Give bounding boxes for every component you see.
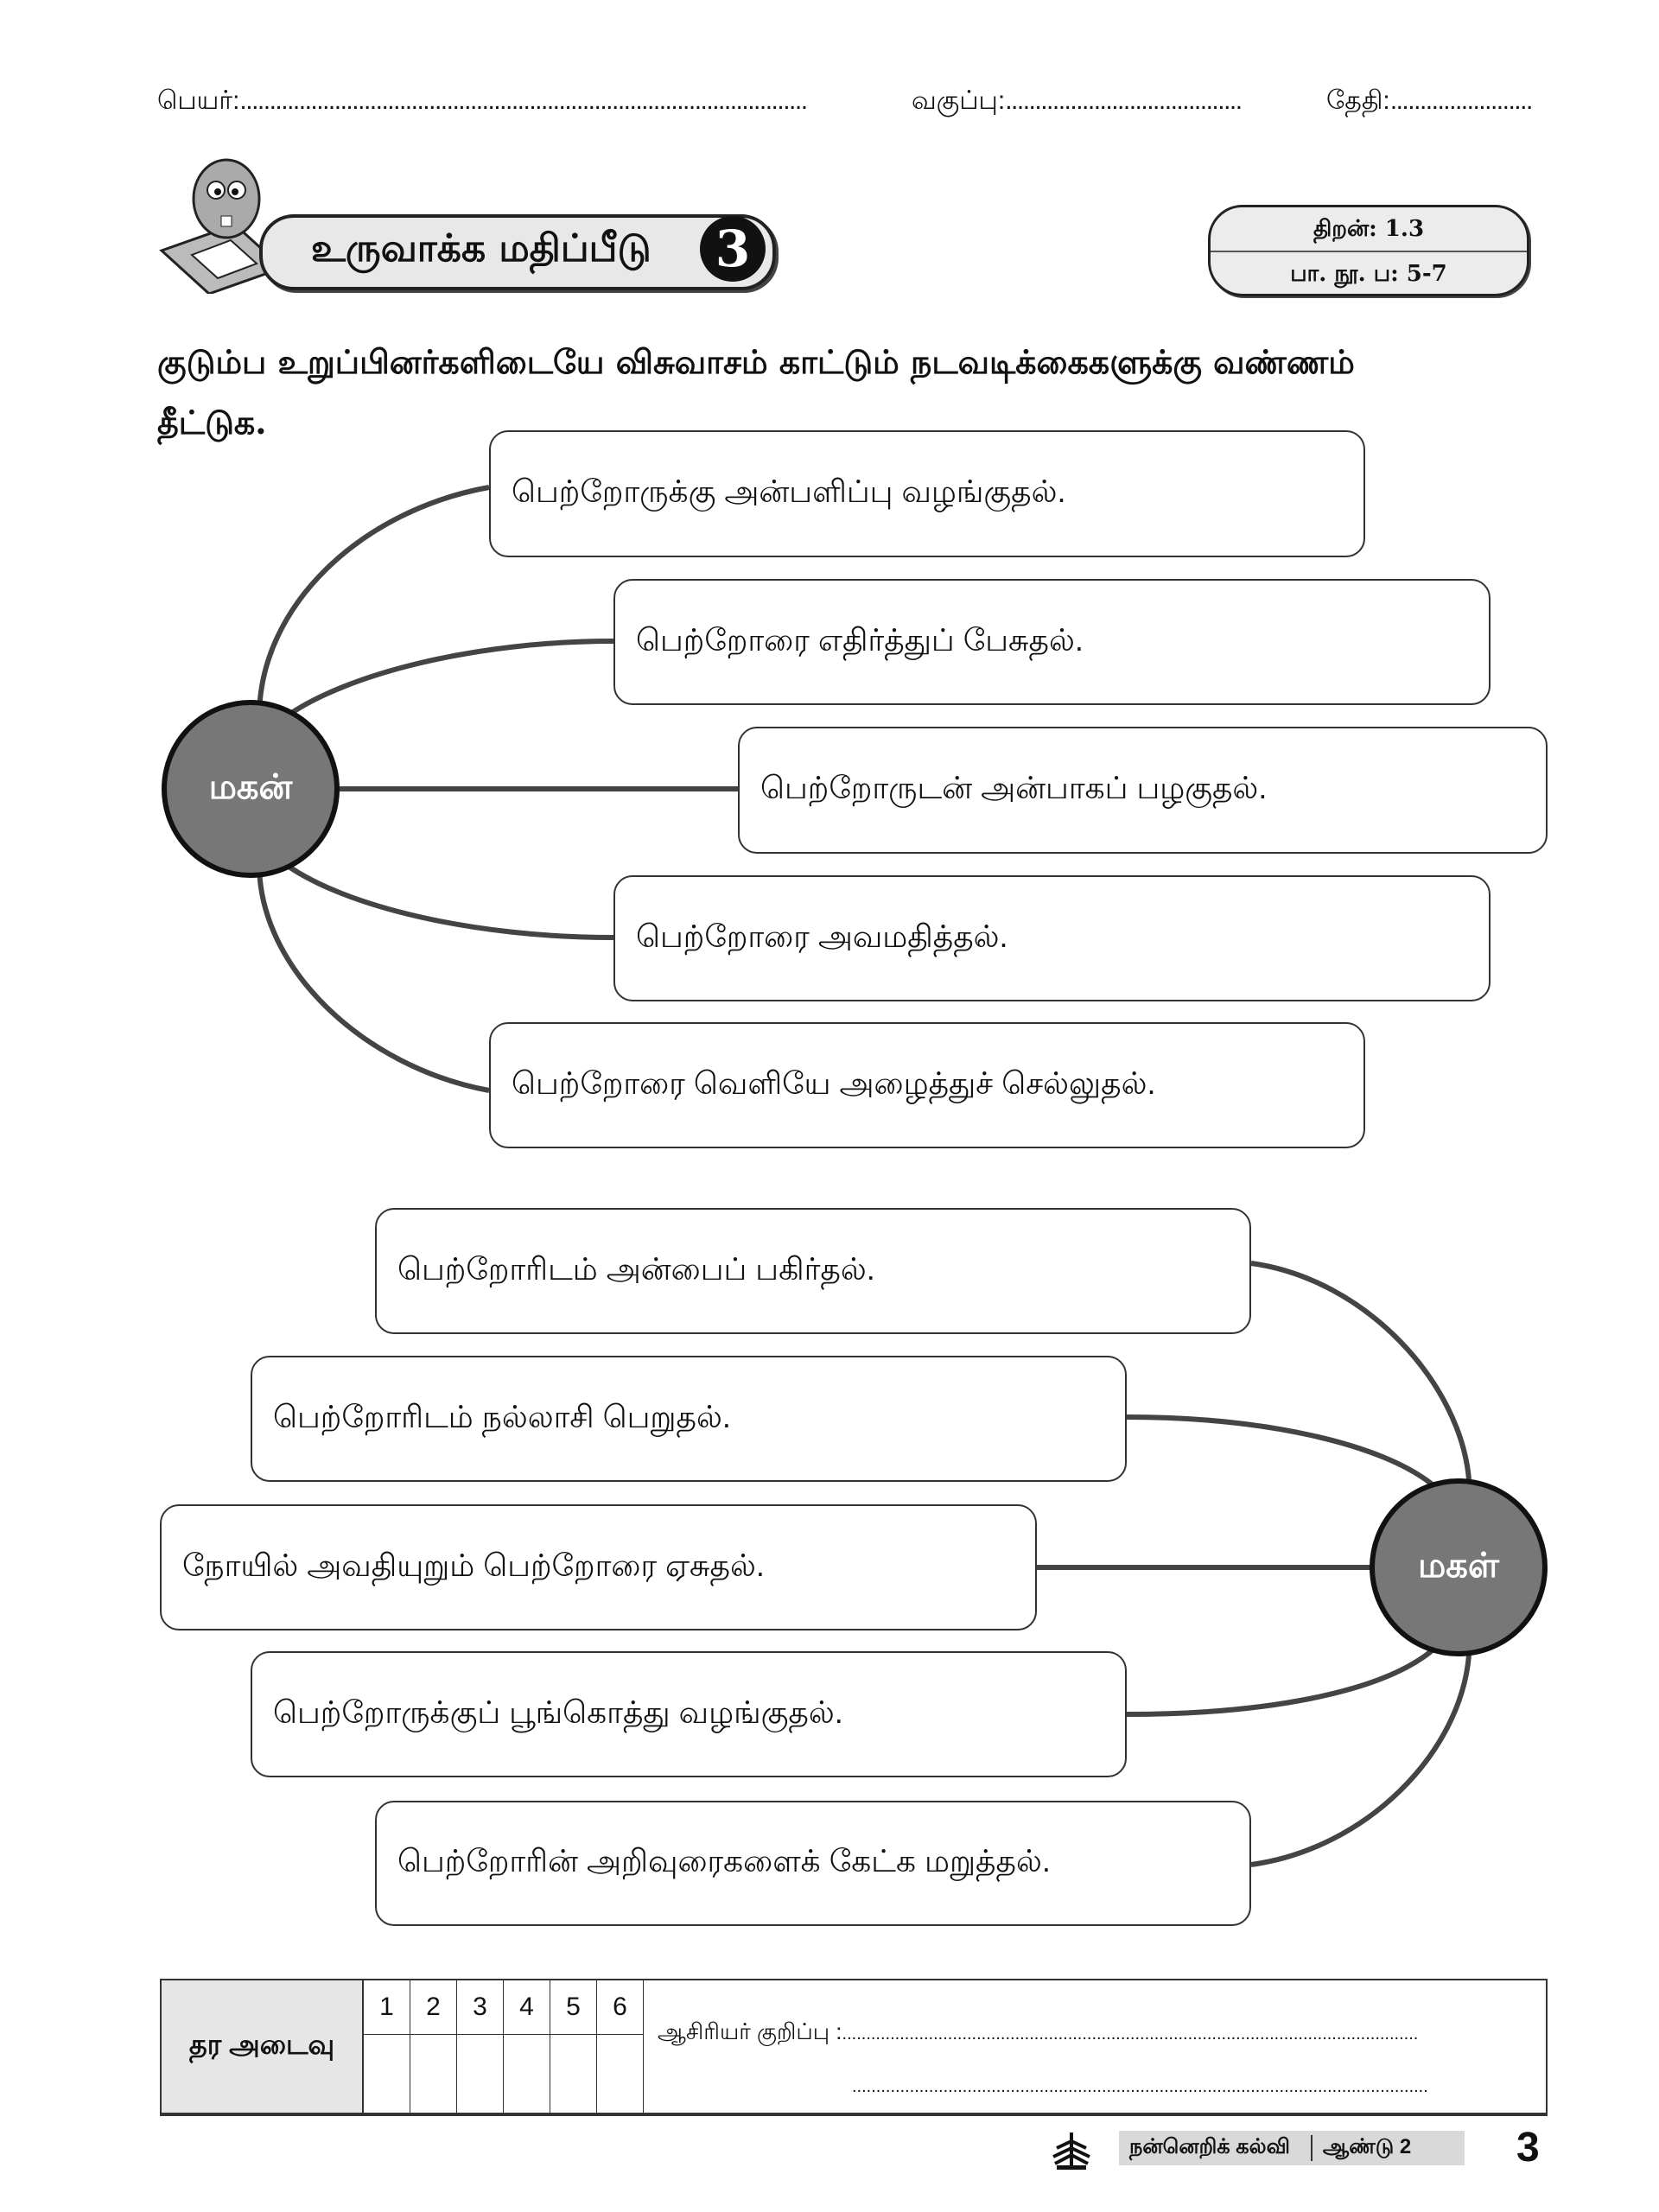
option-text: பெற்றோரின் அறிவுரைகளைக் கேட்க மறுத்தல். [397,1843,1051,1878]
date-label: தேதி: [1326,86,1390,115]
assessment-banner [259,214,776,290]
son-option[interactable]: பெற்றோரை எதிர்த்துப் பேசுதல். [613,579,1491,705]
footer-subject: நன்னெறிக் கல்வி [1129,2135,1290,2158]
skill-box: திறன்: 1.3 பா. நூ. ப: 5-7 [1208,205,1529,296]
level-cell[interactable] [456,2033,504,2115]
daughter-option[interactable]: பெற்றோரின் அறிவுரைகளைக் கேட்க மறுத்தல். [375,1801,1251,1926]
class-field[interactable]: வகுப்பு:................................… [912,86,1243,119]
level-cell[interactable] [596,2033,644,2115]
level-header: 5 [550,1979,597,2035]
teacher-note-dots-2: ........................................… [852,2077,1428,2096]
assessment-number: 3 [700,216,766,282]
son-node: மகன் [162,700,340,878]
option-text: பெற்றோரை வெளியே அழைத்துச் செல்லுதல். [512,1065,1156,1101]
daughter-option[interactable]: பெற்றோருக்குப் பூங்கொத்து வழங்குதல். [251,1651,1127,1777]
name-dots: ........................................… [239,86,808,115]
skill-code: திறன்: 1.3 [1211,207,1527,252]
son-option[interactable]: பெற்றோருக்கு அன்பளிப்பு வழங்குதல். [489,430,1365,557]
footer-subject-bar: நன்னெறிக் கல்வி ஆண்டு 2 [1119,2131,1465,2165]
name-label: பெயர்: [157,86,240,115]
son-option[interactable]: பெற்றோரை வெளியே அழைத்துச் செல்லுதல். [489,1022,1365,1148]
option-text: பெற்றோருக்குப் பூங்கொத்து வழங்குதல். [273,1694,843,1730]
level-cell[interactable] [410,2033,457,2115]
assessment-title: உருவாக்க மதிப்பீடு [311,226,652,270]
level-cell[interactable] [503,2033,550,2115]
name-field[interactable]: பெயர்:..................................… [157,86,808,119]
grade-table: தர அடைவு 1 2 3 4 5 6 ஆசிரியர் குறிப்பு :… [160,1979,1548,2116]
level-header: 4 [503,1979,550,2035]
level-cell[interactable] [550,2033,597,2115]
daughter-option[interactable]: நோயில் அவதியுறும் பெற்றோரை ஏசுதல். [160,1504,1037,1630]
option-text: பெற்றோரிடம் அன்பைப் பகிர்தல். [397,1250,875,1287]
option-text: பெற்றோரை அவமதித்தல். [636,918,1008,954]
level-cell[interactable] [362,2033,410,2115]
daughter-option[interactable]: பெற்றோரிடம் நல்லாசி பெறுதல். [251,1356,1127,1482]
date-field[interactable]: தேதி:........................ [1326,86,1534,119]
option-text: நோயில் அவதியுறும் பெற்றோரை ஏசுதல். [182,1547,765,1583]
date-dots: ........................ [1389,86,1534,115]
option-text: பெற்றோரிடம் நல்லாசி பெறுதல். [273,1398,731,1434]
footer-divider [1310,2135,1313,2161]
son-option[interactable]: பெற்றோருடன் அன்பாகப் பழகுதல். [738,727,1548,854]
level-header: 1 [362,1979,410,2035]
teacher-note[interactable]: ஆசிரியர் குறிப்பு :.....................… [643,1980,1547,2114]
son-option[interactable]: பெற்றோரை அவமதித்தல். [613,875,1491,1001]
option-text: பெற்றோருக்கு அன்பளிப்பு வழங்குதல். [512,474,1066,509]
textbook-pages: பா. நூ. ப: 5-7 [1290,261,1447,287]
option-text: பெற்றோருடன் அன்பாகப் பழகுதல். [760,770,1268,805]
level-header: 6 [596,1979,644,2035]
level-header: 2 [410,1979,457,2035]
level-header: 3 [456,1979,504,2035]
grade-label: தர அடைவு [161,1980,364,2114]
class-label: வகுப்பு: [912,86,1006,115]
daughter-node: மகள் [1370,1478,1548,1656]
book-tree-logo-icon [1052,2133,1090,2170]
teacher-note-dots: ........................................… [842,2024,1419,2044]
page-number: 3 [1516,2125,1540,2171]
mascot-icon [159,158,285,294]
option-text: பெற்றோரை எதிர்த்துப் பேசுதல். [636,621,1084,658]
footer-year: ஆண்டு 2 [1322,2135,1412,2158]
teacher-note-label: ஆசிரியர் குறிப்பு : [658,2018,842,2044]
class-dots: ........................................ [1005,86,1243,115]
instruction: குடும்ப உறுப்பினர்களிடையே விசுவாசம் காட்… [157,342,1355,442]
daughter-option[interactable]: பெற்றோரிடம் அன்பைப் பகிர்தல். [375,1208,1251,1334]
